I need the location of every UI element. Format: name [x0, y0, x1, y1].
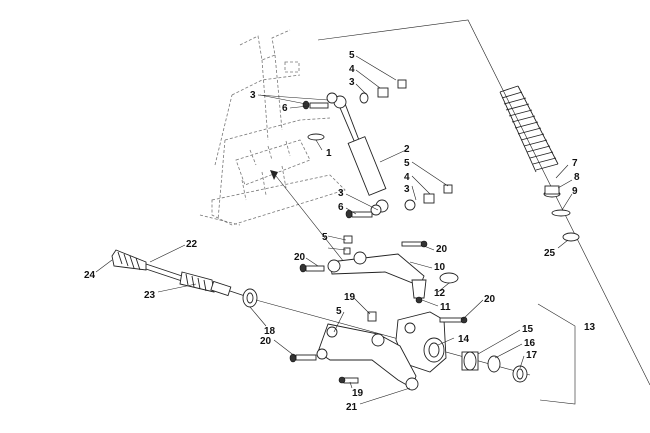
- callout-5: 5: [404, 158, 410, 169]
- callout-18: 18: [264, 326, 276, 337]
- callout-5: 5: [349, 50, 355, 61]
- leader-lines: [95, 55, 573, 405]
- callout-2: 2: [404, 144, 410, 155]
- callout-labels: 5 4 3 3 6 1 2 5 4 3 3 6 5 20 20 10 12 11…: [84, 50, 596, 413]
- callout-7: 7: [572, 158, 578, 169]
- spring-lower-seat: [562, 232, 580, 242]
- callout-11: 11: [440, 302, 451, 313]
- retaining-ring: [439, 272, 459, 284]
- frame-arrow: [270, 170, 345, 263]
- callout-13: 13: [584, 322, 596, 333]
- callout-23: 23: [144, 290, 156, 301]
- callout-5: 5: [322, 232, 328, 243]
- frame-outline: [199, 29, 346, 226]
- callout-19: 19: [352, 388, 364, 399]
- shock-detail-box: [317, 19, 650, 386]
- callout-15: 15: [522, 324, 534, 335]
- callout-16: 16: [524, 338, 536, 349]
- upper-bushing-hardware: [302, 79, 407, 110]
- callout-3: 3: [404, 184, 410, 195]
- callout-5: 5: [336, 306, 342, 317]
- callout-3: 3: [349, 77, 355, 88]
- hub-bearing-group: [461, 351, 528, 383]
- upper-arm-bolts: [299, 235, 428, 273]
- assembly-bracket: [537, 303, 576, 405]
- spring-seat-washer: [551, 209, 571, 217]
- callout-25: 25: [544, 248, 556, 259]
- callout-12: 12: [434, 288, 446, 299]
- callout-19: 19: [344, 292, 356, 303]
- callout-3: 3: [250, 90, 256, 101]
- callout-6: 6: [282, 103, 288, 114]
- callout-20: 20: [436, 244, 448, 255]
- callout-9: 9: [572, 186, 578, 197]
- shock-absorber: [333, 95, 389, 213]
- callout-10: 10: [434, 262, 446, 273]
- callout-14: 14: [458, 334, 470, 345]
- knuckle-bolt: [439, 316, 468, 324]
- spring-retainer-body: [544, 185, 560, 195]
- callout-20: 20: [294, 252, 306, 263]
- callout-4: 4: [349, 64, 355, 75]
- callout-6: 6: [338, 202, 344, 213]
- callout-20: 20: [484, 294, 496, 305]
- callout-17: 17: [526, 350, 538, 361]
- coil-spring: [499, 85, 559, 173]
- axle-centerline: [255, 299, 531, 376]
- callout-22: 22: [186, 239, 198, 250]
- callout-8: 8: [574, 172, 580, 183]
- callout-3: 3: [338, 188, 344, 199]
- steering-knuckle: [395, 311, 447, 373]
- callout-24: 24: [84, 270, 96, 281]
- axle-seal-inner: [246, 292, 254, 304]
- callout-4: 4: [404, 172, 410, 183]
- upper-a-arm: [327, 251, 427, 304]
- callout-21: 21: [346, 402, 358, 413]
- frame-washer: [307, 133, 325, 141]
- callout-1: 1: [326, 148, 332, 159]
- cv-drive-axle: [111, 249, 249, 298]
- lower-a-arm: [316, 311, 419, 391]
- lower-bushing-hardware: [345, 184, 453, 219]
- callout-20: 20: [260, 336, 272, 347]
